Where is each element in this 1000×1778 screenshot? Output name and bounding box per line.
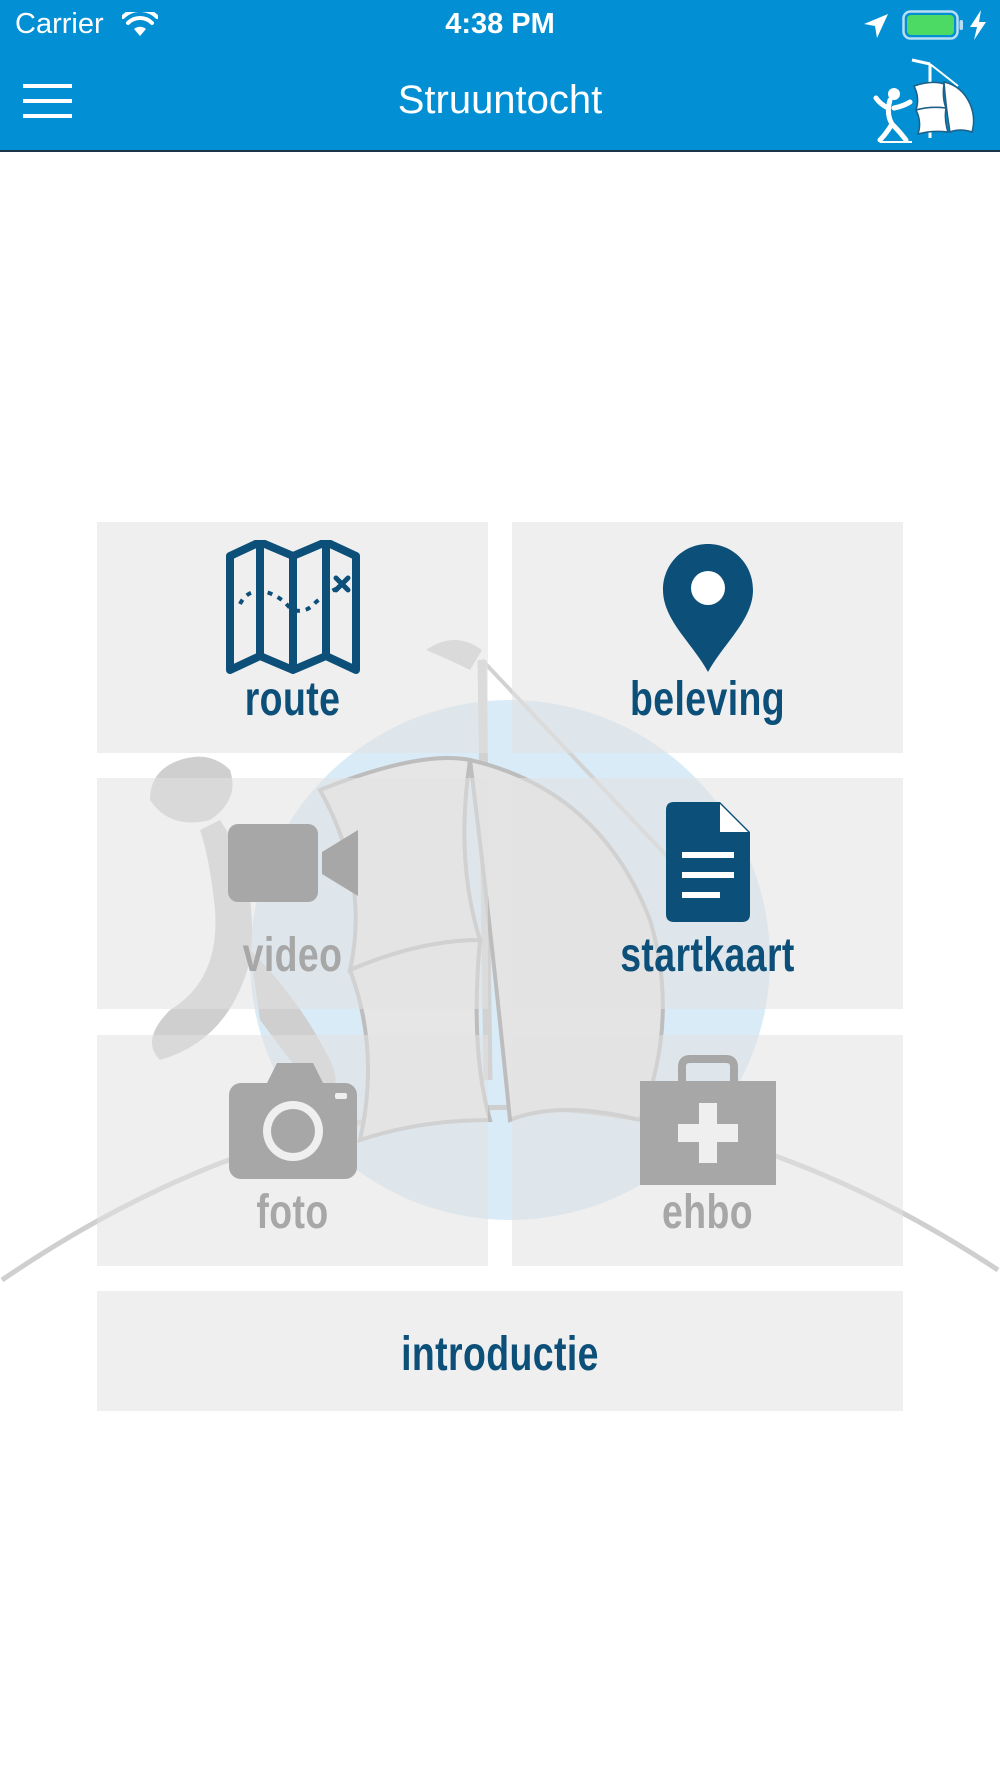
ship-sailor-logo: [872, 58, 992, 146]
carrier-label: Carrier: [15, 8, 104, 40]
document-icon: [512, 796, 903, 930]
charging-bolt-icon: [968, 9, 988, 41]
hamburger-menu-icon[interactable]: [14, 72, 82, 128]
video-tile[interactable]: video: [97, 778, 488, 1009]
ehbo-label: ehbo: [662, 1186, 753, 1239]
location-arrow-icon: [862, 12, 890, 40]
page-title: Struuntocht: [397, 78, 603, 122]
route-label: route: [244, 673, 341, 726]
battery-icon: [902, 10, 964, 40]
app-header: Carrier 4:38 PM: [0, 0, 1000, 152]
clock-time: 4:38 PM: [445, 8, 555, 40]
first-aid-kit-icon: [512, 1053, 903, 1187]
video-camera-icon: [97, 796, 488, 930]
status-bar: Carrier 4:38 PM: [0, 0, 1000, 50]
photo-camera-icon: [97, 1053, 488, 1187]
video-label: video: [242, 929, 343, 982]
beleving-label: beleving: [629, 673, 786, 726]
route-tile[interactable]: route: [97, 522, 488, 753]
navigation-bar: Struuntocht: [0, 50, 1000, 150]
foto-tile[interactable]: foto: [97, 1035, 488, 1266]
folded-map-icon: [97, 540, 488, 674]
beleving-tile[interactable]: beleving: [512, 522, 903, 753]
startkaart-label: startkaart: [620, 929, 795, 982]
introductie-label: introductie: [401, 1328, 599, 1381]
startkaart-tile[interactable]: startkaart: [512, 778, 903, 1009]
ehbo-tile[interactable]: ehbo: [512, 1035, 903, 1266]
map-pin-icon: [512, 540, 903, 674]
introductie-button[interactable]: introductie: [97, 1291, 903, 1411]
foto-label: foto: [256, 1186, 329, 1239]
